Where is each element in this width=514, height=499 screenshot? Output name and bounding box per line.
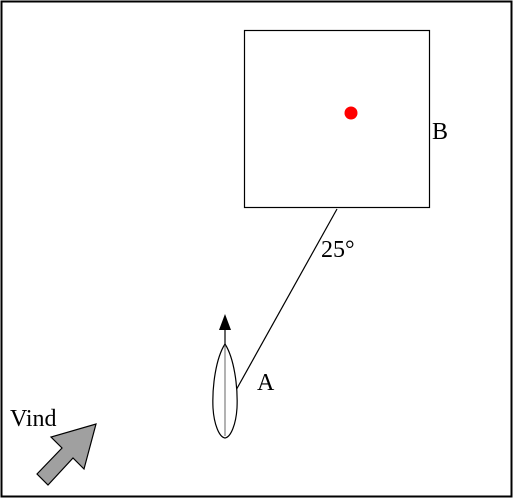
wind-label: Vind (10, 406, 57, 432)
label-b: B (432, 119, 448, 145)
wind-arrow-icon (36, 423, 97, 486)
label-a: A (257, 370, 275, 396)
heading-arrow-icon (219, 314, 231, 330)
target-dot-icon (344, 106, 358, 120)
target-square-b (243, 29, 431, 209)
course-line (234, 208, 338, 393)
angle-label: 25° (321, 237, 355, 263)
